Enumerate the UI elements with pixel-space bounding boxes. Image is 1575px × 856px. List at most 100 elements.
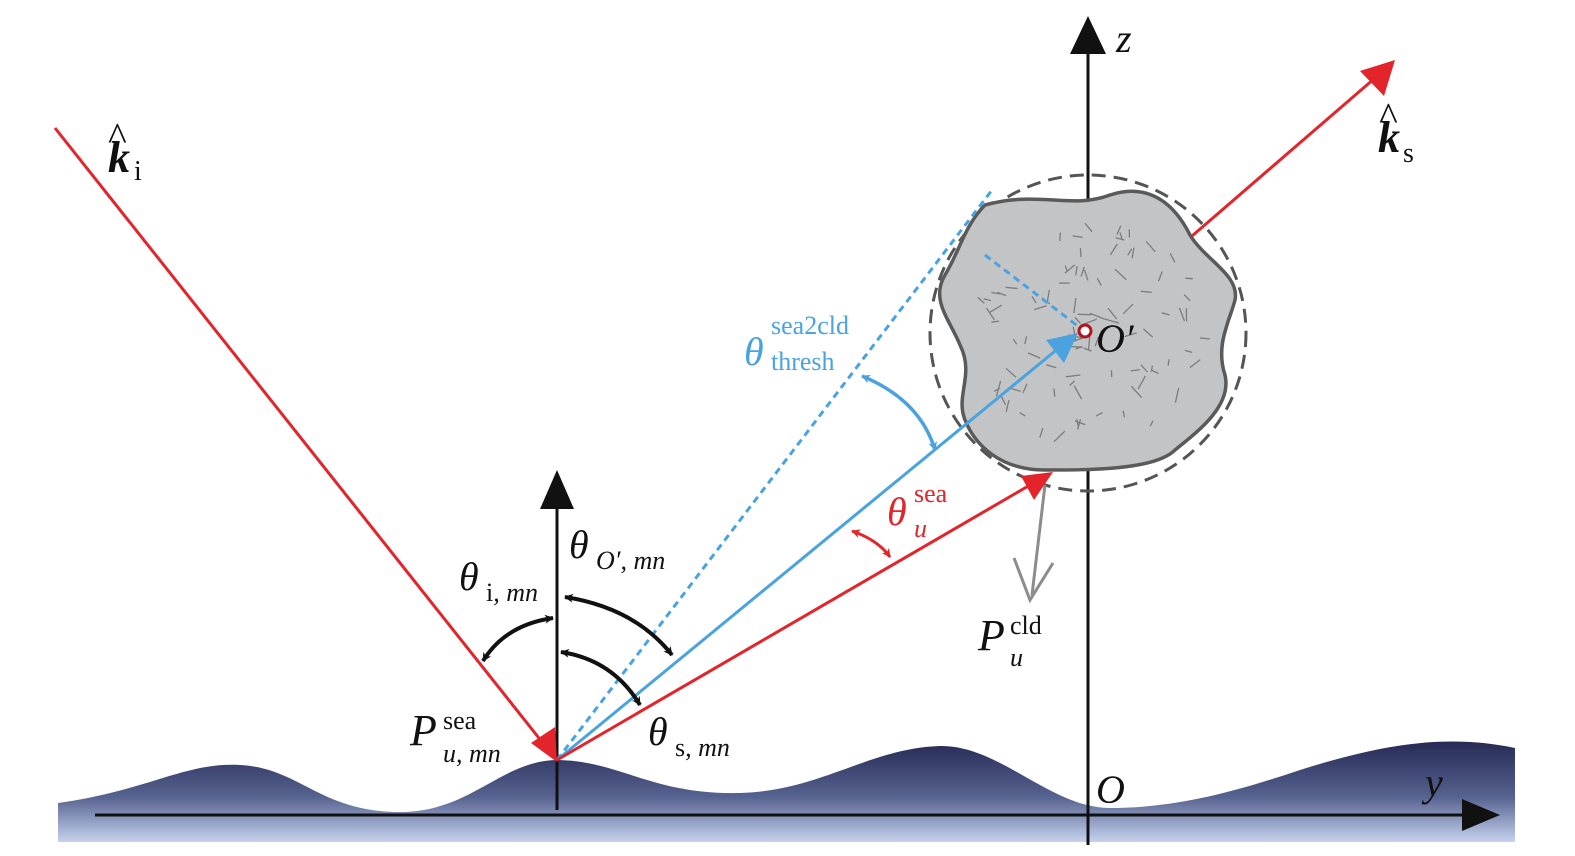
cloud-texture-stroke bbox=[1103, 318, 1120, 324]
theta-i-mn-arc bbox=[481, 614, 554, 663]
blue-ray-arrowhead bbox=[1046, 333, 1078, 363]
cloud-texture-stroke bbox=[995, 381, 1002, 397]
cloud-texture-stroke bbox=[983, 298, 992, 302]
cloud-texture-stroke bbox=[1010, 387, 1021, 393]
cloud-texture-stroke bbox=[1072, 235, 1083, 239]
label-y-axis: y bbox=[1421, 760, 1443, 805]
cloud-texture-stroke bbox=[1130, 368, 1140, 372]
cloud-texture-stroke bbox=[1022, 383, 1028, 394]
cloud-texture-stroke bbox=[1150, 369, 1159, 374]
label-theta-u-sea-base: θ bbox=[887, 489, 907, 534]
label-theta-s-mn-base: θ bbox=[648, 709, 668, 754]
cloud-texture-stroke bbox=[1114, 268, 1127, 281]
label-theta-i-mn-sub: i, mn bbox=[486, 578, 538, 607]
label-theta-thresh-sub: thresh bbox=[771, 347, 835, 376]
cloud-texture-stroke bbox=[1074, 420, 1086, 426]
cloud-texture-stroke bbox=[1019, 412, 1026, 417]
cloud-texture-stroke bbox=[1084, 318, 1097, 325]
cloud-texture-stroke bbox=[1161, 312, 1170, 316]
label-theta-o-mn-sub: O′, mn bbox=[596, 546, 665, 575]
label-theta-u-sea-sub: u bbox=[914, 514, 927, 543]
cloud-texture-stroke bbox=[1184, 349, 1193, 354]
cloud-texture-stroke bbox=[1122, 410, 1126, 418]
cloud-texture-stroke bbox=[1115, 236, 1125, 241]
threshold-radius-dotted bbox=[984, 253, 1084, 332]
label-p-sea-sub-a: u bbox=[443, 739, 456, 768]
cloud-texture-stroke bbox=[985, 307, 995, 321]
label-theta-thresh: θ sea2cld thresh bbox=[744, 311, 849, 376]
incident-ray bbox=[53, 127, 552, 753]
cloud-texture-stroke bbox=[1039, 427, 1044, 438]
cloud-texture-stroke bbox=[1059, 232, 1061, 241]
theta-o-mn-arc bbox=[564, 593, 674, 657]
cloud-texture-stroke bbox=[1087, 335, 1091, 351]
cloud-texture-stroke bbox=[1012, 338, 1018, 345]
label-theta-o-mn-sub-a: O′ bbox=[596, 546, 621, 575]
cloud-texture-stroke bbox=[1024, 336, 1028, 345]
cloud-texture-stroke bbox=[1096, 277, 1102, 286]
cloud-texture-stroke bbox=[1124, 332, 1137, 338]
cloud-texture-stroke bbox=[1065, 374, 1081, 378]
z-axis-arrowhead bbox=[1070, 16, 1106, 54]
label-origin: O bbox=[1096, 767, 1125, 812]
cloud-texture-stroke bbox=[1083, 347, 1092, 352]
cloud-texture-stroke bbox=[1046, 364, 1057, 369]
label-theta-o-mn-sub-b: , mn bbox=[620, 546, 665, 575]
cloud-texture-stroke bbox=[1027, 352, 1041, 359]
cloud-texture-stroke bbox=[1031, 296, 1037, 304]
cloud-texture-stroke bbox=[1107, 307, 1118, 320]
cloud-texture-stroke bbox=[1005, 367, 1017, 378]
cloud-texture-stroke bbox=[1080, 266, 1085, 277]
cloud-bounding-circle bbox=[928, 173, 1248, 493]
cloud-texture-stroke bbox=[1069, 380, 1076, 386]
cloud-texture-stroke bbox=[1095, 412, 1103, 417]
label-theta-i-mn-sub-a: i bbox=[486, 578, 493, 607]
cloud-texture-stroke bbox=[1094, 336, 1100, 347]
cloud-texture-stroke bbox=[1076, 419, 1082, 430]
cloud-texture-stroke bbox=[1083, 269, 1089, 281]
label-k-scattered: ^ k s bbox=[1378, 94, 1414, 169]
label-p-cld: P cld u bbox=[977, 611, 1042, 672]
label-k-scattered-sub: s bbox=[1403, 138, 1414, 169]
cloud-texture-stroke bbox=[1000, 395, 1007, 405]
label-p-cld-sup: cld bbox=[1010, 611, 1042, 640]
cloud-texture-stroke bbox=[1109, 243, 1118, 256]
y-axis-arrowhead bbox=[1462, 799, 1500, 831]
cloud-texture-stroke bbox=[991, 320, 1000, 323]
cloud-texture-stroke bbox=[1005, 400, 1010, 412]
cloud-texture-stroke bbox=[1064, 264, 1076, 274]
cloud-texture-stroke bbox=[1143, 328, 1154, 338]
label-p-sea-base: P bbox=[409, 706, 437, 755]
cloud-center-point bbox=[1077, 323, 1093, 339]
cloud-texture-stroke bbox=[1131, 247, 1135, 259]
scattered-ray bbox=[1191, 76, 1376, 238]
cloud-texture-stroke bbox=[989, 304, 1003, 313]
cloud-texture-stroke bbox=[1089, 312, 1105, 320]
cloud-texture-stroke bbox=[1005, 286, 1018, 290]
cloud-texture-stroke bbox=[1140, 290, 1152, 293]
cloud-texture-stroke bbox=[1127, 248, 1133, 256]
cloud-texture-stroke bbox=[1122, 303, 1134, 315]
cloud-texture-stroke bbox=[977, 296, 985, 304]
label-cloud-center: O′ bbox=[1096, 316, 1135, 361]
sea-surface bbox=[58, 741, 1515, 842]
label-k-incident-base: k bbox=[108, 133, 130, 182]
label-p-cld-sub: u bbox=[1010, 643, 1023, 672]
label-k-incident-hat: ^ bbox=[108, 114, 127, 159]
label-p-sea-sub: u, mn bbox=[443, 739, 501, 768]
label-theta-o-mn-base: θ bbox=[569, 522, 589, 567]
label-theta-o-mn: θ O′, mn bbox=[569, 522, 665, 575]
cloud-texture-stroke bbox=[1137, 375, 1146, 390]
cloud-texture-stroke bbox=[1183, 294, 1191, 302]
cloud-point-pointer bbox=[1030, 484, 1047, 596]
cloud-texture-stroke bbox=[1178, 307, 1186, 322]
label-p-sea-sub-b: , mn bbox=[456, 739, 501, 768]
label-z-axis: z bbox=[1115, 16, 1132, 61]
cloud-texture-stroke bbox=[1034, 305, 1047, 311]
cloud-texture-stroke bbox=[1073, 385, 1083, 400]
cloud-texture bbox=[977, 222, 1210, 443]
cloud-texture-stroke bbox=[1130, 385, 1143, 399]
label-theta-s-mn-sub-b: , mn bbox=[685, 733, 730, 762]
threshold-dotted-line bbox=[555, 189, 994, 761]
label-theta-i-mn-sub-b: , mn bbox=[493, 578, 538, 607]
